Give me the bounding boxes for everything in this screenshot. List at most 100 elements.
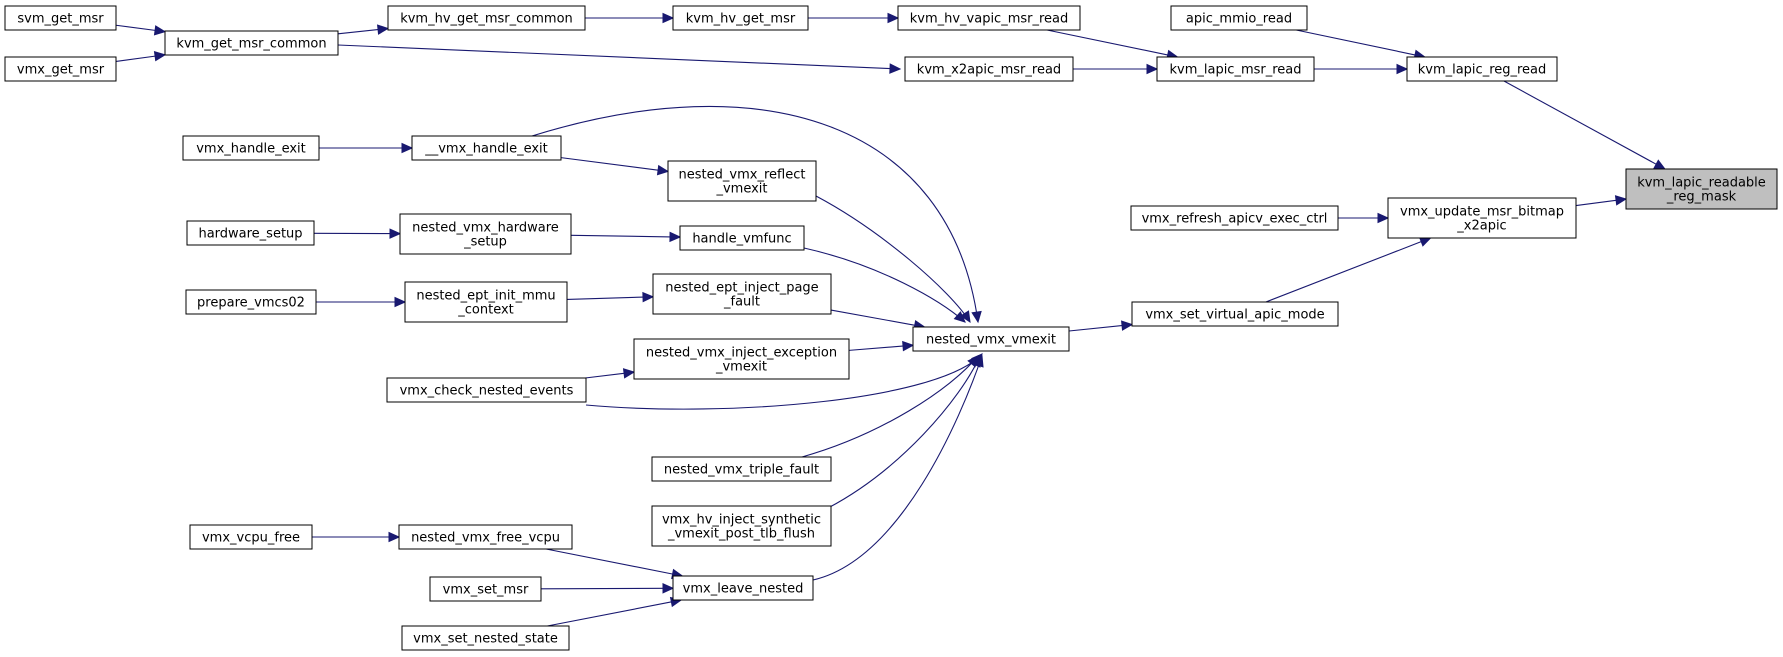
node-label: _fault [723, 295, 760, 310]
edge-kvm-hv-vapic-msr-read-to-kvm-lapic-msr-read [1046, 29, 1179, 61]
edge-vmx-update-msr-bitmap-x2apic-to-kvm-lapic-readable-reg-mask [1575, 195, 1628, 207]
edge-line [801, 355, 979, 458]
node-label: kvm_hv_get_msr_common [400, 12, 573, 27]
edge-kvm-get-msr-common-to-kvm-hv-get-msr-common [337, 24, 390, 35]
arrowhead-icon [902, 340, 915, 352]
node-vmx-hv-inject-synthetic-vmexit-post-tlb-flush[interactable]: vmx_hv_inject_synthetic_vmexit_post_tlb_… [651, 505, 832, 547]
node-label: _setup [463, 235, 507, 250]
edge-kvm-lapic-reg-read-to-kvm-lapic-readable-reg-mask [1503, 80, 1666, 170]
arrowhead-icon [889, 63, 902, 74]
node-label: _context [457, 303, 514, 318]
node-kvm-get-msr-common[interactable]: kvm_get_msr_common [164, 30, 339, 56]
node-box [185, 289, 317, 315]
edge-line [803, 247, 966, 323]
edge-line [337, 44, 901, 70]
arrowhead-icon [1614, 195, 1628, 206]
node-vmx-handle-exit[interactable]: vmx_handle_exit [182, 135, 320, 161]
node-label: kvm_lapic_msr_read [1169, 63, 1301, 78]
edge-line [830, 309, 916, 326]
arrowhead-icon [669, 231, 682, 243]
node-kvm-lapic-msr-read[interactable]: kvm_lapic_msr_read [1156, 56, 1315, 82]
node-box [398, 524, 573, 550]
node-vmx-vcpu-free[interactable]: vmx_vcpu_free [189, 524, 313, 550]
node-hardware-setup[interactable]: hardware_setup [186, 220, 315, 246]
node-nested-ept-init-mmu-context[interactable]: nested_ept_init_mmu_context [404, 281, 568, 323]
node-box [182, 135, 320, 161]
node-kvm-hv-get-msr-common[interactable]: kvm_hv_get_msr_common [387, 5, 586, 31]
node-box [667, 160, 817, 202]
node-kvm-lapic-readable-reg-mask[interactable]: kvm_lapic_readable_reg_mask [1625, 168, 1778, 210]
node-label: _reg_mask [1666, 190, 1737, 205]
arrowhead-icon [1377, 212, 1390, 224]
arrowhead-icon [1121, 320, 1134, 331]
arrowhead-icon [662, 12, 675, 24]
node-vmx-check-nested-events[interactable]: vmx_check_nested_events [386, 377, 587, 403]
edge-line [815, 195, 971, 323]
node-vmx-set-msr[interactable]: vmx_set_msr [429, 576, 542, 602]
node-box [897, 5, 1081, 31]
node-label: nested_vmx_reflect [679, 168, 806, 183]
node-nested-vmx-reflect-vmexit[interactable]: nested_vmx_reflect_vmexit [667, 160, 817, 202]
arrowhead-icon [401, 142, 414, 154]
edge-line [566, 296, 645, 301]
edge-hardware-setup-to-nested-vmx-hardware-setup [313, 228, 402, 239]
node-label: vmx_hv_inject_synthetic [662, 513, 821, 528]
node-apic-mmio-read[interactable]: apic_mmio_read [1170, 5, 1308, 31]
node-label: nested_vmx_free_vcpu [411, 531, 560, 546]
node-label: vmx_leave_nested [683, 582, 804, 597]
edge---vmx-handle-exit-to-nested-vmx-vmexit [531, 105, 982, 324]
node-nested-vmx-hardware-setup[interactable]: nested_vmx_hardware_setup [399, 213, 572, 255]
arrowhead-icon [394, 296, 407, 308]
node-kvm-x2apic-msr-read[interactable]: kvm_x2apic_msr_read [904, 56, 1074, 82]
edge-nested-vmx-reflect-vmexit-to-nested-vmx-vmexit [815, 195, 971, 324]
node-label: vmx_update_msr_bitmap [1400, 205, 1564, 220]
node-handle-vmfunc[interactable]: handle_vmfunc [679, 225, 805, 251]
node-nested-vmx-vmexit[interactable]: nested_vmx_vmexit [912, 326, 1070, 352]
node-label: kvm_lapic_reg_read [1418, 63, 1547, 78]
edge-nested-vmx-hardware-setup-to-handle-vmfunc [570, 231, 682, 243]
arrowhead-icon [887, 12, 900, 24]
node-box [1156, 56, 1315, 82]
node-label: _vmexit [715, 182, 767, 197]
node-vmx-update-msr-bitmap-x2apic[interactable]: vmx_update_msr_bitmap_x2apic [1387, 197, 1577, 239]
node-label: _vmexit_post_tlb_flush [667, 527, 815, 542]
edge-vmx-set-virtual-apic-mode-to-vmx-update-msr-bitmap-x2apic [1265, 236, 1432, 303]
arrowhead-icon [622, 368, 636, 379]
edge-nested-ept-inject-page-fault-to-nested-vmx-vmexit [830, 309, 926, 331]
edge-line [1296, 29, 1417, 56]
edge-line [337, 28, 380, 35]
node-label: kvm_hv_get_msr [686, 12, 796, 27]
arrowhead-icon [959, 310, 971, 324]
node---vmx-handle-exit[interactable]: __vmx_handle_exit [411, 135, 562, 161]
node-box [429, 576, 542, 602]
arrowhead-icon [153, 25, 167, 36]
node-kvm-hv-vapic-msr-read[interactable]: kvm_hv_vapic_msr_read [897, 5, 1081, 31]
edge-line [848, 345, 905, 351]
node-svm-get-msr[interactable]: svm_get_msr [4, 5, 117, 31]
node-nested-vmx-inject-exception-vmexit[interactable]: nested_vmx_inject_exception_vmexit [633, 338, 850, 380]
node-box [651, 456, 832, 482]
node-label: kvm_lapic_readable [1637, 176, 1766, 191]
node-box [1625, 168, 1778, 210]
node-kvm-hv-get-msr[interactable]: kvm_hv_get_msr [672, 5, 809, 31]
node-prepare-vmcs02[interactable]: prepare_vmcs02 [185, 289, 317, 315]
node-label: vmx_set_msr [443, 583, 529, 598]
node-nested-vmx-free-vcpu[interactable]: nested_vmx_free_vcpu [398, 524, 573, 550]
node-nested-ept-inject-page-fault[interactable]: nested_ept_inject_page_fault [652, 273, 832, 315]
node-box [386, 377, 587, 403]
node-box [679, 225, 805, 251]
node-vmx-refresh-apicv-exec-ctrl[interactable]: vmx_refresh_apicv_exec_ctrl [1130, 205, 1339, 231]
edge-vmx-set-nested-state-to-vmx-leave-nested [547, 596, 683, 627]
node-vmx-set-nested-state[interactable]: vmx_set_nested_state [401, 625, 570, 651]
arrowhead-icon [642, 291, 655, 303]
node-vmx-get-msr[interactable]: vmx_get_msr [4, 56, 117, 82]
node-label: handle_vmfunc [692, 232, 791, 247]
node-kvm-lapic-reg-read[interactable]: kvm_lapic_reg_read [1406, 56, 1558, 82]
arrowhead-icon [1146, 63, 1159, 75]
node-nested-vmx-triple-fault[interactable]: nested_vmx_triple_fault [651, 456, 832, 482]
edge-prepare-vmcs02-to-nested-ept-init-mmu-context [316, 296, 407, 308]
node-label: _x2apic [1456, 219, 1506, 234]
node-vmx-leave-nested[interactable]: vmx_leave_nested [672, 575, 814, 601]
node-vmx-set-virtual-apic-mode[interactable]: vmx_set_virtual_apic_mode [1131, 301, 1339, 327]
